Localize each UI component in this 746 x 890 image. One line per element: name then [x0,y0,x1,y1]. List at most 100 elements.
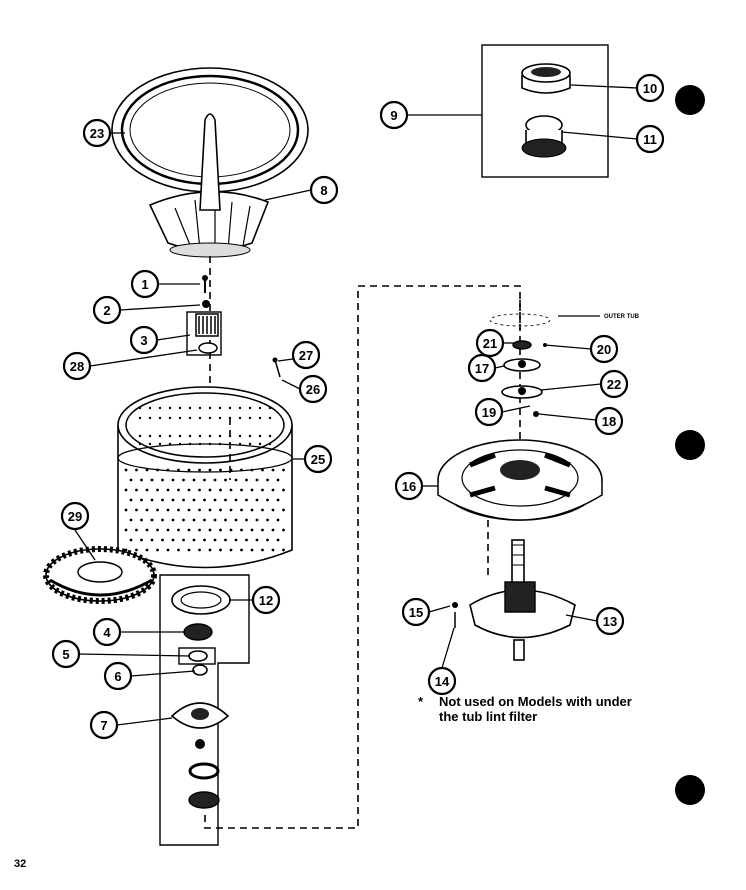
callout-circle [298,374,328,404]
callout-number: 4 [103,625,111,640]
part-9-box [481,44,609,178]
perforation-dot [271,508,275,512]
perforation-dot [248,434,252,438]
perforation-dot [219,528,222,532]
perforation-dot [187,488,191,492]
outer-tub-base-part-16 [437,439,603,521]
callout-number: 7 [100,718,107,733]
callout-circle [62,351,92,381]
perforation-dot [245,518,248,522]
callout-circle [475,328,505,358]
perforation-dot [198,548,201,552]
perforation-dot [158,434,162,438]
perforation-dot [248,416,252,420]
perforation-dot [178,406,182,410]
perforation-dot [129,478,133,482]
perforation-dot [250,528,254,532]
callout-number: 26 [306,382,320,397]
perforation-dot [238,442,242,446]
perforation-dot [219,468,222,472]
perforation-dot [171,538,175,542]
perforation-dot [258,406,262,410]
callout-number: 19 [482,405,496,420]
perforation-dot [124,488,128,492]
callout-circle [60,501,90,531]
perforation-dot [156,488,159,492]
perforation-dot [156,548,159,552]
callout-number: 17 [475,361,489,376]
callout-14: 14 [427,666,457,696]
callout-number: 16 [402,479,416,494]
callout-circle [92,295,122,325]
callout-circle [291,340,321,370]
perforation-dot [245,498,248,502]
callout-number: 28 [70,359,84,374]
perforation-dot [255,498,259,502]
callout-circle [130,269,160,299]
perforation-dot [266,498,269,502]
perforation-dot [198,508,201,512]
margin-dot [675,85,705,115]
callout-11: 11 [635,124,665,154]
perforation-dot [166,528,170,532]
part-3-box [186,311,222,356]
perforation-dot [129,518,133,522]
perforation-dot [258,442,262,446]
callout-number: 10 [643,81,657,96]
callout-22: 22 [599,369,629,399]
perforation-dot [135,488,138,492]
callout-number: 2 [103,303,110,318]
callout-25: 25 [303,444,333,474]
callout-circle [401,597,431,627]
screw-part-26-27 [272,357,281,378]
callout-5: 5 [51,639,81,669]
perforation-dot [161,518,164,522]
perforation-dot [208,442,212,446]
callout-18: 18 [594,406,624,436]
callout-circle [467,353,497,383]
perforation-dot [250,488,254,492]
perforation-dot [255,518,259,522]
perforation-dot [182,498,185,502]
perforation-dot [192,538,196,542]
perforation-dot [245,538,248,542]
perforation-dot [282,468,285,472]
perforation-dot [168,416,172,420]
perforation-dot [198,442,202,446]
perforation-dot [213,538,217,542]
perforation-dot [140,498,143,502]
callout-20: 20 [589,334,619,364]
perforation-dot [129,538,133,542]
perforation-dot [248,406,252,410]
perforation-dot [266,478,269,482]
callout-circle [51,639,81,669]
perforation-dot [187,508,191,512]
callout-23: 23 [82,118,112,148]
perforation-dot [234,478,238,482]
perforation-dot [276,538,280,542]
perforation-dot [145,468,149,472]
perforation-dot [188,406,192,410]
callout-19: 19 [474,397,504,427]
callout-number: 1 [141,277,148,292]
perforation-dot [255,478,259,482]
callout-29: 29 [60,501,90,531]
perforation-dot [145,548,149,552]
coupling-part-3 [195,313,219,354]
perforation-dot [177,468,180,472]
perforation-dot [166,468,170,472]
callout-circle [589,334,619,364]
perforation-dot [234,498,238,502]
perforation-dot [171,518,175,522]
perforation-dot [224,498,227,502]
callout-circle [103,661,133,691]
perforation-dot [124,508,128,512]
perforation-dot [238,416,242,420]
perforation-dot [258,434,262,438]
perforation-dot [166,548,170,552]
callout-circle [474,397,504,427]
callout-8: 8 [309,175,339,205]
callout-number: 9 [390,108,397,123]
callout-6: 6 [103,661,133,691]
